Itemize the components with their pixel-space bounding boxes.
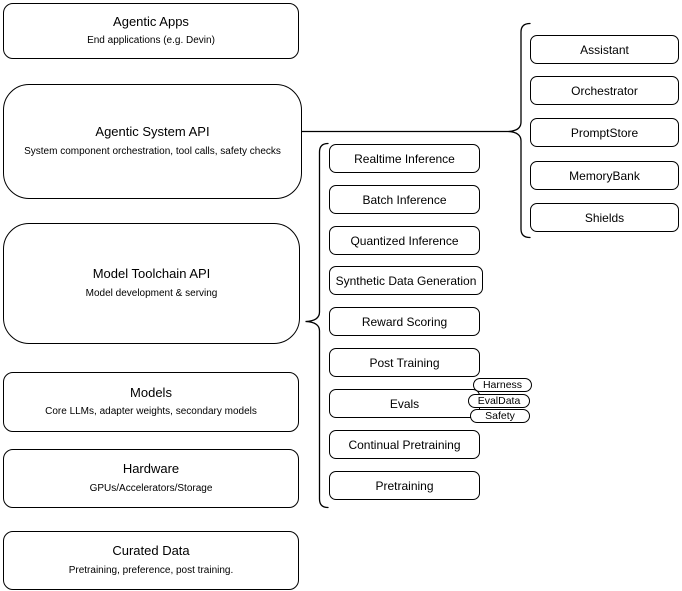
node-promptstore: PromptStore xyxy=(530,118,679,147)
node-assistant: Assistant xyxy=(530,35,679,64)
node-batch-inference: Batch Inference xyxy=(329,185,480,214)
node-title: Agentic Apps xyxy=(113,13,189,29)
node-safety: Safety xyxy=(470,409,530,423)
node-orchestrator: Orchestrator xyxy=(530,76,679,105)
node-subtitle: GPUs/Accelerators/Storage xyxy=(89,482,213,494)
node-title: Curated Data xyxy=(112,543,190,559)
node-reward-scoring: Reward Scoring xyxy=(329,307,480,336)
node-post-training: Post Training xyxy=(329,348,480,377)
node-continual-pretraining: Continual Pretraining xyxy=(329,430,480,459)
node-title: Model Toolchain API xyxy=(92,266,211,282)
node-realtime-inference: Realtime Inference xyxy=(329,144,480,173)
node-subtitle: Pretraining, preference, post training. xyxy=(68,564,234,576)
node-agentic-apps: Agentic Apps End applications (e.g. Devi… xyxy=(3,3,299,59)
node-model-toolchain-api: Model Toolchain API Model development & … xyxy=(3,223,300,344)
node-subtitle: Model development & serving xyxy=(85,287,218,299)
node-subtitle: System component orchestration, tool cal… xyxy=(24,145,281,157)
node-models: Models Core LLMs, adapter weights, secon… xyxy=(3,372,299,432)
node-hardware: Hardware GPUs/Accelerators/Storage xyxy=(3,449,299,508)
node-pretraining: Pretraining xyxy=(329,471,480,500)
node-synthetic-data-generation: Synthetic Data Generation xyxy=(329,266,483,295)
node-memorybank: MemoryBank xyxy=(530,161,679,190)
brace-system-components xyxy=(507,22,531,239)
node-title: Hardware xyxy=(122,461,180,477)
node-title: Models xyxy=(130,384,172,400)
node-agentic-system-api: Agentic System API System component orch… xyxy=(3,84,302,199)
brace-toolchain-services xyxy=(305,142,329,509)
node-harness: Harness xyxy=(473,378,532,392)
node-curated-data: Curated Data Pretraining, preference, po… xyxy=(3,531,299,590)
node-shields: Shields xyxy=(530,203,679,232)
node-subtitle: Core LLMs, adapter weights, secondary mo… xyxy=(45,406,257,418)
node-title: Agentic System API xyxy=(95,124,210,140)
node-evals: Evals xyxy=(329,389,480,418)
node-quantized-inference: Quantized Inference xyxy=(329,226,480,255)
node-subtitle: End applications (e.g. Devin) xyxy=(87,35,215,47)
node-evaldata: EvalData xyxy=(468,394,530,408)
